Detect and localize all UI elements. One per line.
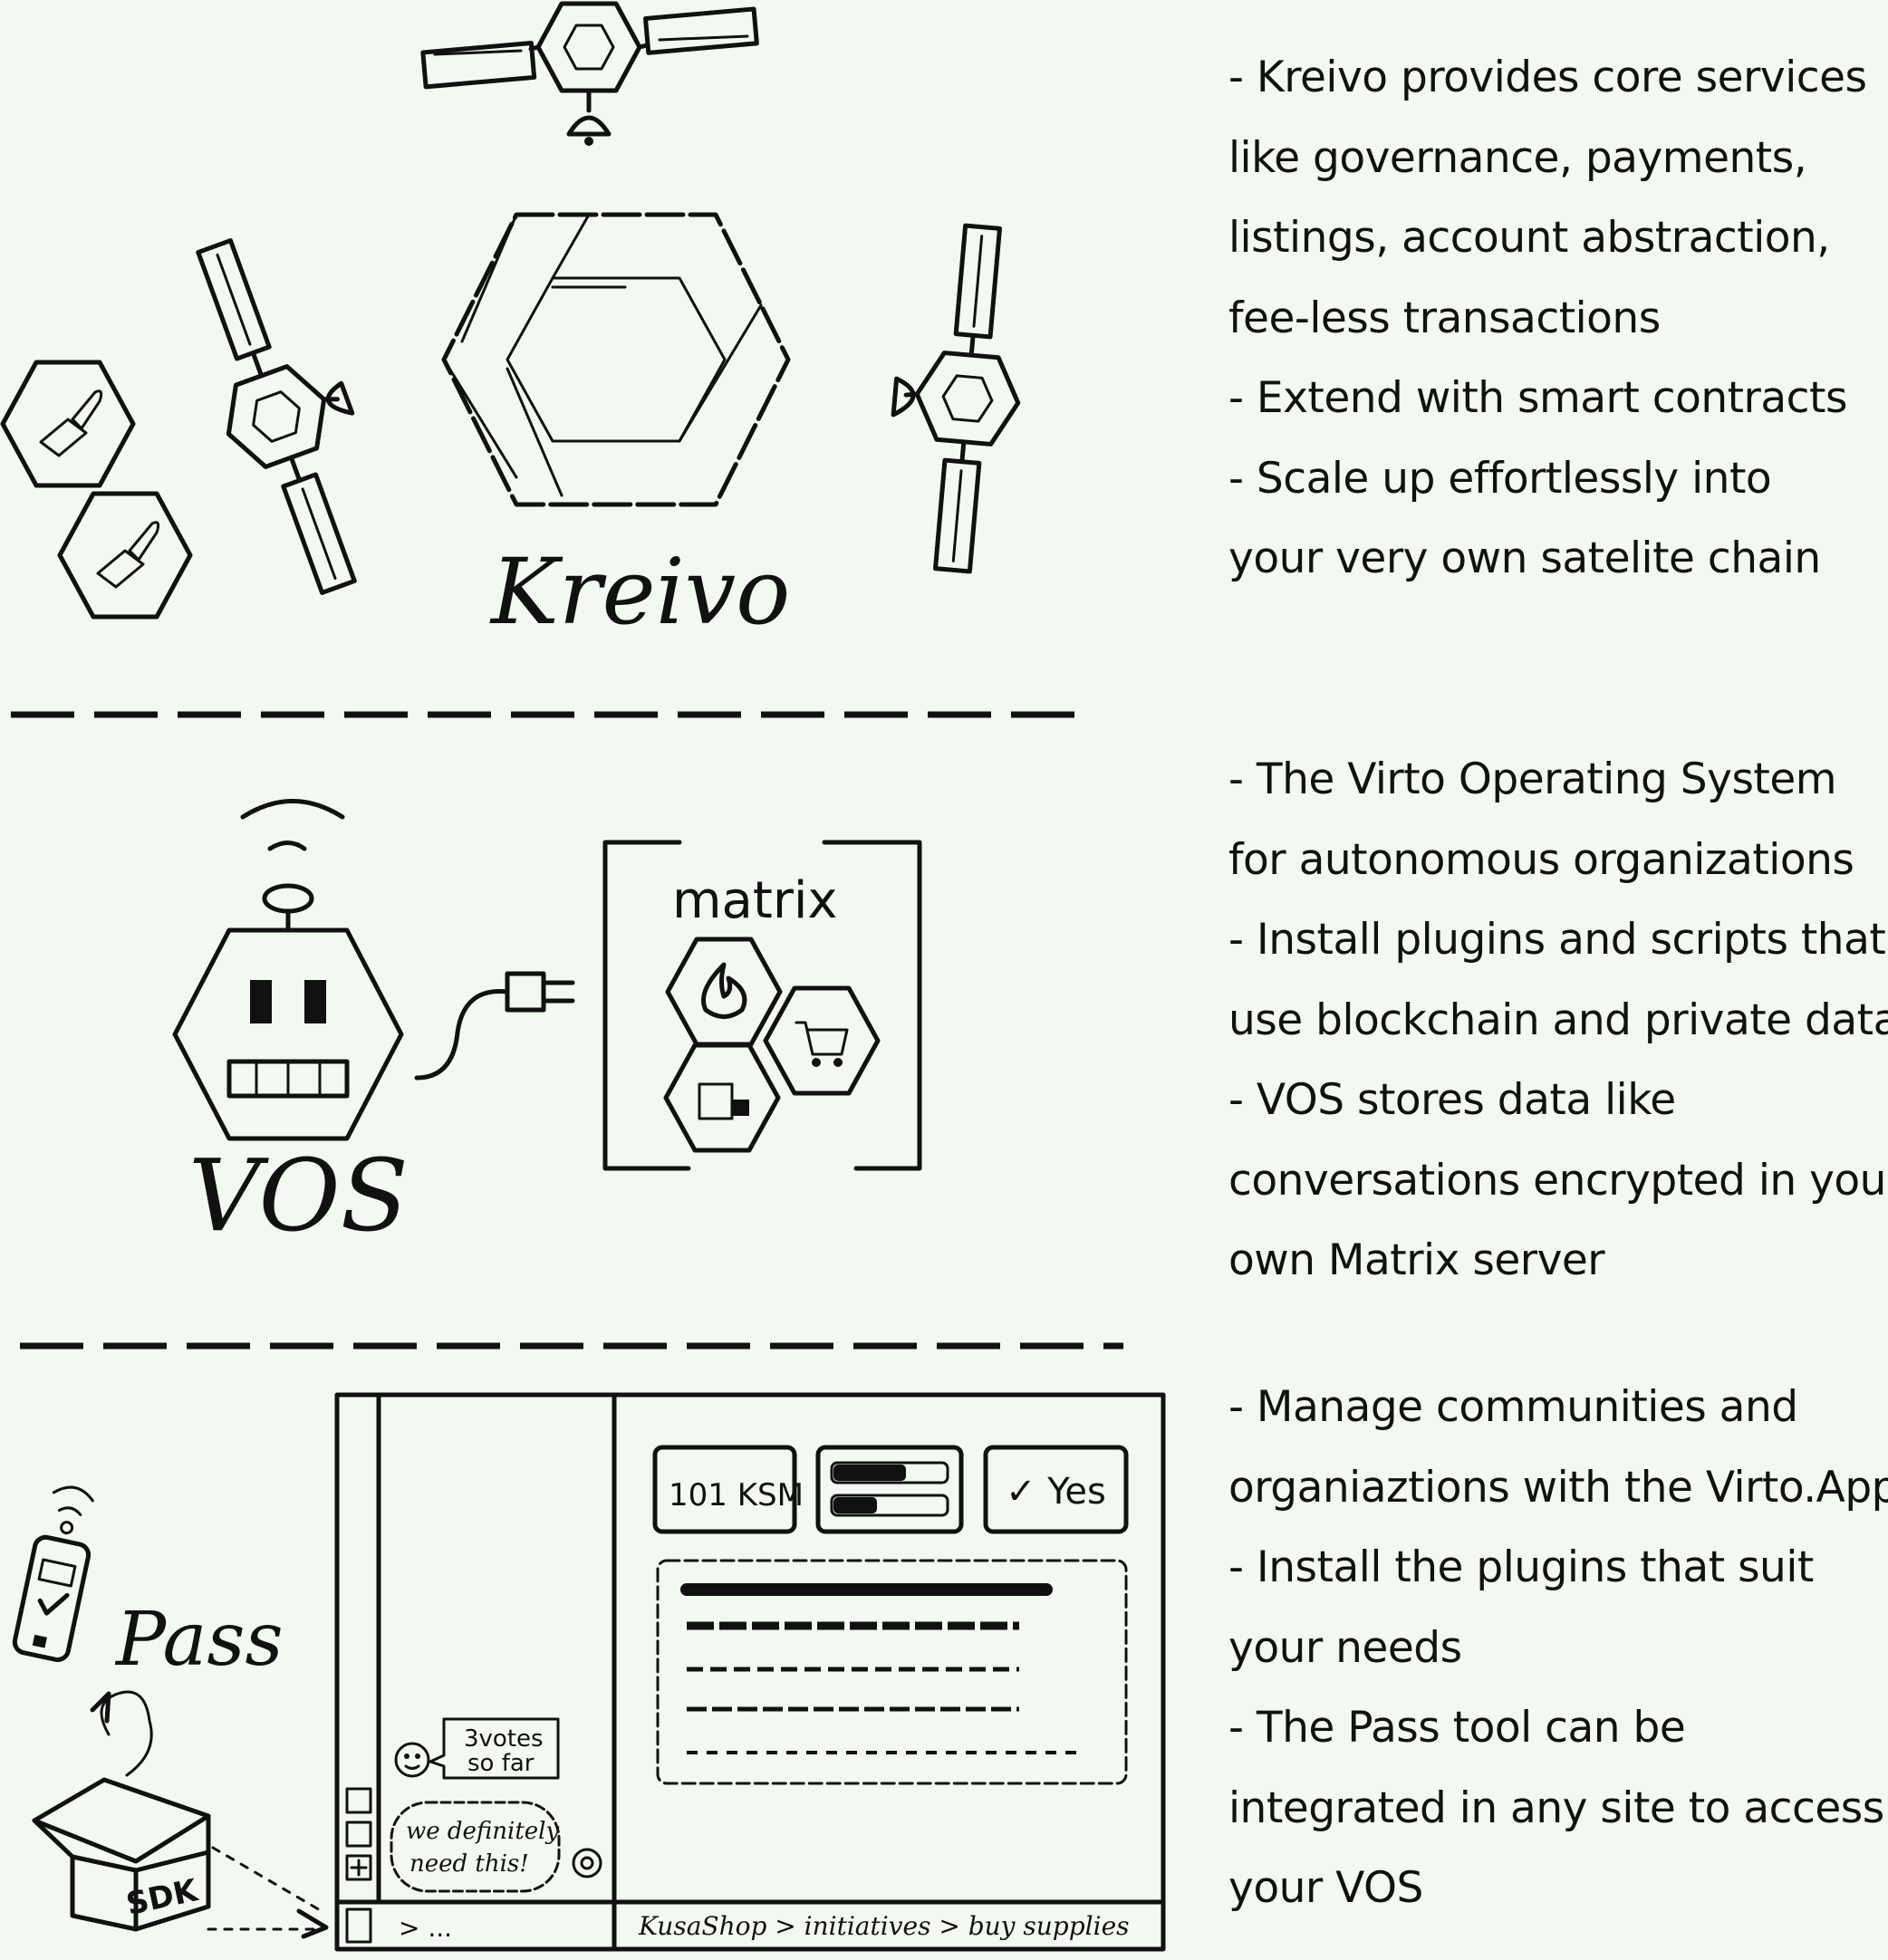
amount-card-label: 101 KSM (669, 1477, 804, 1513)
description-line: conversations encrypted in your (1228, 1155, 1888, 1206)
amount-card[interactable] (652, 1445, 797, 1534)
description-line: for autonomous organizations (1228, 834, 1854, 885)
gear-icon[interactable] (572, 1848, 602, 1878)
hexagon-logo-icon (441, 212, 791, 507)
fire-icon (665, 937, 783, 1047)
kreivo-description: - Kreivo provides core services like gov… (1228, 38, 1881, 600)
satellite-icon (196, 238, 357, 595)
progress-card (815, 1445, 964, 1534)
description-line: - Install plugins and scripts that (1228, 915, 1886, 965)
content-card (656, 1559, 1128, 1785)
description-line: - Kreivo provides core services (1228, 53, 1867, 102)
add-icon[interactable] (345, 1854, 372, 1881)
app-description: - Manage communities and organiaztions w… (1228, 1368, 1888, 1929)
description-line: - Scale up effortlessly into (1228, 453, 1772, 504)
logo-icon (345, 1907, 372, 1944)
vote-card[interactable] (983, 1445, 1129, 1534)
app-window (334, 1392, 1166, 1952)
rocket-hex-icon (57, 491, 193, 620)
kreivo-logo: Kreivo (489, 539, 790, 645)
description-line: own Matrix server (1228, 1235, 1605, 1285)
votes-bubble-line: 3votes (464, 1725, 544, 1753)
chat-bubble-line: we definitely (406, 1818, 559, 1845)
cart-icon (763, 985, 881, 1096)
rocket-hex-icon (0, 360, 136, 488)
description-line: your needs (1228, 1622, 1462, 1673)
votes-bubble-line: so far (467, 1750, 535, 1777)
box-icon (32, 1690, 329, 1939)
illustration-panel: Kreivo (0, 1, 1166, 1952)
checkbox-icon[interactable] (345, 1787, 372, 1814)
vote-card-label: ✓ Yes (1006, 1471, 1106, 1513)
description-line: your VOS (1228, 1863, 1423, 1913)
description-line: listings, account abstraction, (1228, 213, 1830, 263)
vos-description: - The Virto Operating System for autonom… (1228, 740, 1888, 1302)
chat-bubble-line: need this! (409, 1850, 529, 1878)
smiley-icon (394, 1742, 430, 1778)
description-line: - Install the plugins that suit (1228, 1542, 1814, 1592)
phone-pass-icon (12, 1485, 94, 1662)
description-line: like governance, payments, (1228, 132, 1807, 183)
chat-bubble (390, 1801, 561, 1893)
checkbox-icon[interactable] (345, 1821, 372, 1848)
votes-bubble (429, 1717, 560, 1780)
description-line: - The Virto Operating System (1228, 754, 1837, 804)
matrix-label: matrix (672, 871, 838, 930)
description-line: integrated in any site to access (1228, 1782, 1884, 1833)
satellite-icon (420, 1, 759, 146)
matrix-bracket-right (822, 840, 922, 1171)
lock-icon (663, 1042, 781, 1153)
description-line: - VOS stores data like (1228, 1075, 1676, 1125)
vos-logo: VOS (188, 1138, 409, 1254)
description-line: - Extend with smart contracts (1228, 373, 1847, 423)
description-line: use blockchain and private data (1228, 994, 1888, 1045)
robot-icon (172, 799, 404, 1141)
description-line: - The Pass tool can be (1228, 1703, 1686, 1753)
description-line: your very own satelite chain (1228, 533, 1821, 583)
command-prompt[interactable]: > ... (399, 1913, 452, 1943)
matrix-bracket-left (602, 840, 691, 1171)
description-line: organiaztions with the Virto.App (1228, 1462, 1888, 1513)
breadcrumb: KusaShop > initiatives > buy supplies (638, 1911, 1130, 1941)
pass-label: Pass (114, 1597, 284, 1683)
description-line: fee-less transactions (1228, 293, 1661, 343)
satellite-icon (891, 223, 1021, 574)
description-line: - Manage communities and (1228, 1382, 1798, 1432)
plug-icon (414, 971, 575, 1081)
